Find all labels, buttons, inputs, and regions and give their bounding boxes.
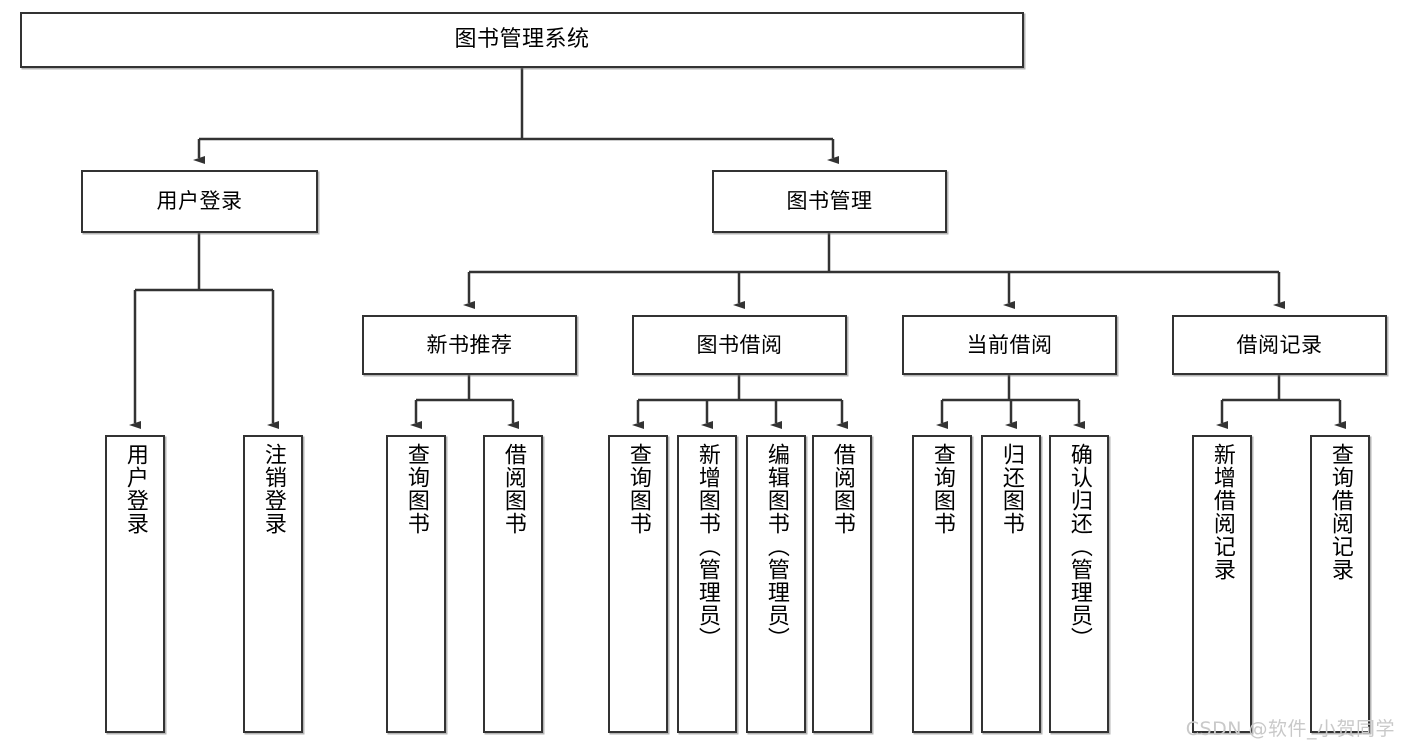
leaf-current-borrow-query[interactable]: 查询图书 — [912, 435, 972, 733]
node-label: 用户登录 — [156, 189, 243, 214]
csdn-watermark: CSDN @软件_小贺同学 — [1185, 718, 1395, 740]
leaf-user-login-signin[interactable]: 用户登录 — [105, 435, 165, 733]
node-label: 借阅图书 — [829, 443, 855, 535]
node-book-borrow[interactable]: 图书借阅 — [632, 315, 847, 375]
node-label: 查询借阅记录 — [1327, 443, 1353, 581]
node-label: 图书管理 — [786, 189, 873, 214]
node-label: 新增借阅记录 — [1209, 443, 1235, 581]
node-borrow-record[interactable]: 借阅记录 — [1172, 315, 1387, 375]
leaf-new-book-borrow[interactable]: 借阅图书 — [483, 435, 543, 733]
leaf-borrow-record-add[interactable]: 新增借阅记录 — [1192, 435, 1252, 733]
leaf-book-borrow-lend[interactable]: 借阅图书 — [812, 435, 872, 733]
node-current-borrow[interactable]: 当前借阅 — [902, 315, 1117, 375]
node-label: 注销登录 — [260, 443, 286, 535]
node-label: 图书借阅 — [696, 332, 783, 357]
node-label: 查询图书 — [929, 443, 955, 535]
node-label: 新书推荐 — [426, 332, 513, 357]
node-label: 借阅记录 — [1236, 332, 1323, 357]
node-user-login[interactable]: 用户登录 — [81, 170, 318, 233]
leaf-book-borrow-edit[interactable]: 编辑图书（管理员） — [746, 435, 806, 733]
leaf-user-login-signout[interactable]: 注销登录 — [243, 435, 303, 733]
node-label: 用户登录 — [122, 443, 148, 535]
node-new-book-recommend[interactable]: 新书推荐 — [362, 315, 577, 375]
node-label: 归还图书 — [998, 443, 1024, 535]
leaf-current-borrow-return[interactable]: 归还图书 — [981, 435, 1041, 733]
leaf-book-borrow-add[interactable]: 新增图书（管理员） — [677, 435, 737, 733]
leaf-current-borrow-confirm-return[interactable]: 确认归还（管理员） — [1049, 435, 1109, 733]
node-book-management[interactable]: 图书管理 — [712, 170, 947, 233]
node-label: 编辑图书（管理员） — [763, 443, 789, 650]
leaf-book-borrow-query[interactable]: 查询图书 — [608, 435, 668, 733]
node-label: 查询图书 — [625, 443, 651, 535]
node-label: 查询图书 — [403, 443, 429, 535]
node-label: 图书管理系统 — [454, 27, 590, 53]
leaf-new-book-query[interactable]: 查询图书 — [386, 435, 446, 733]
node-label: 新增图书（管理员） — [694, 443, 720, 650]
node-label: 确认归还（管理员） — [1066, 443, 1092, 650]
node-label: 借阅图书 — [500, 443, 526, 535]
node-label: 当前借阅 — [966, 332, 1053, 357]
node-root-book-management-system[interactable]: 图书管理系统 — [20, 12, 1024, 68]
leaf-borrow-record-query[interactable]: 查询借阅记录 — [1310, 435, 1370, 733]
